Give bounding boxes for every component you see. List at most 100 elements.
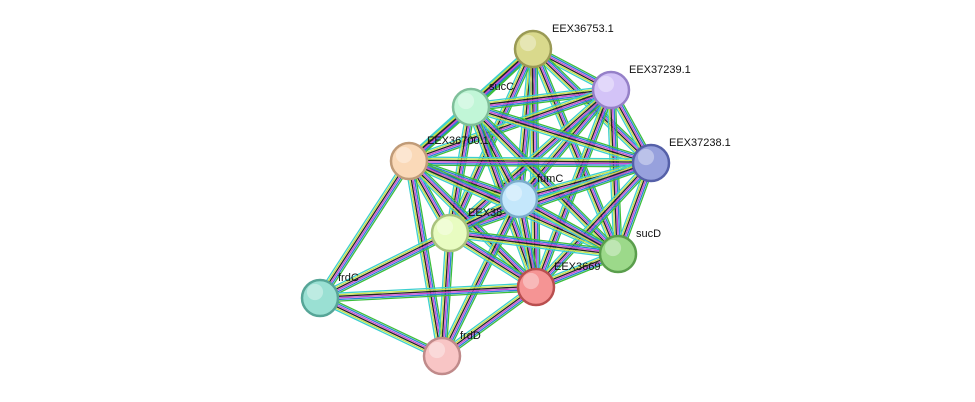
node-EEX37239.1[interactable]: EEX37239.1 [591, 64, 691, 110]
node-circle[interactable] [513, 29, 553, 69]
edge-evidence-line [470, 86, 611, 106]
edge-evidence-line [534, 47, 621, 254]
edge-EEX36700.1-frdD[interactable] [404, 160, 447, 357]
edge-evidence-line [534, 162, 651, 287]
node-circle[interactable] [389, 141, 429, 181]
edge-evidence-line [536, 47, 623, 253]
edge-evidence-line [471, 102, 653, 160]
edge-frdC-frdD[interactable] [318, 293, 444, 361]
node-EEX3669[interactable]: EEX3669 [516, 261, 600, 307]
edge-evidence-line [443, 288, 538, 359]
node-EEX37238.1[interactable]: EEX37238.1 [631, 137, 731, 183]
edge-evidence-line [409, 91, 613, 164]
edge-evidence-line [320, 234, 452, 301]
edge-evidence-line [520, 91, 614, 201]
edge-EEX37238.1-EEX3669[interactable] [532, 159, 655, 291]
edge-evidence-line [450, 163, 652, 235]
node-sucD[interactable]: sucD [598, 228, 661, 274]
edge-evidence-line [530, 49, 617, 256]
edge-evidence-line [320, 290, 537, 303]
node-circle[interactable] [631, 143, 671, 183]
edge-evidence-line [410, 93, 613, 166]
edge-evidence-line [450, 231, 619, 254]
edge-evidence-line [516, 201, 617, 259]
edge-evidence-line [442, 287, 537, 358]
edge-evidence-line [316, 158, 407, 297]
edge-evidence-line [320, 233, 451, 300]
edge-evidence-line [408, 161, 651, 165]
node-circle[interactable] [516, 267, 556, 307]
edge-evidence-line [319, 283, 536, 297]
edge-evidence-line [317, 228, 449, 296]
edge-evidence-line [470, 108, 651, 166]
edge-evidence-line [471, 105, 620, 254]
edge-evidence-line [410, 156, 521, 196]
edge-evidence-line [405, 161, 441, 357]
edge-evidence-line [450, 228, 619, 251]
edge-evidence-line [449, 234, 618, 258]
edge-evidence-line [409, 159, 652, 163]
edge-evidence-line [470, 85, 611, 104]
node-sucC[interactable]: sucC [451, 81, 514, 127]
edge-evidence-line [318, 299, 442, 359]
edge-evidence-line [409, 90, 612, 163]
node-highlight [505, 184, 523, 202]
node-label: frdD [460, 330, 481, 342]
node-label: EEX38 [468, 207, 502, 219]
node-fumC[interactable]: fumC [499, 173, 563, 219]
edge-evidence-line [453, 50, 538, 235]
node-label: EEX3669 [554, 261, 600, 273]
edge-evidence-line [320, 287, 537, 300]
edge-sucC-EEX37238.1[interactable] [469, 102, 653, 168]
node-EEX38[interactable]: EEX38 [430, 207, 502, 253]
edge-evidence-line [538, 165, 655, 291]
edge-evidence-line [446, 106, 470, 233]
node-label: EEX37238.1 [669, 137, 731, 149]
edge-evidence-line [409, 156, 652, 160]
edge-evidence-line [318, 301, 441, 361]
edge-evidence-line [410, 160, 446, 356]
edge-EEX38-sucD[interactable] [449, 228, 619, 259]
edge-EEX3669-frdC[interactable] [319, 282, 537, 303]
edge-evidence-line [470, 88, 611, 107]
edge-evidence-line [319, 282, 536, 295]
edge-EEX37238.1-EEX36700.1[interactable] [408, 156, 652, 168]
node-EEX36753.1[interactable]: EEX36753.1 [513, 23, 614, 69]
node-circle[interactable] [591, 70, 631, 110]
node-label: fumC [537, 173, 563, 185]
node-EEX36700.1[interactable]: EEX36700.1 [389, 135, 489, 181]
edge-evidence-line [472, 104, 621, 253]
node-circle[interactable] [499, 179, 539, 219]
edge-evidence-line [439, 283, 535, 354]
node-circle[interactable] [598, 234, 638, 274]
node-highlight [436, 218, 454, 236]
edge-evidence-line [517, 158, 651, 196]
node-circle[interactable] [422, 336, 462, 376]
edge-EEX38-frdC[interactable] [317, 228, 453, 303]
edge-evidence-line [322, 162, 413, 301]
node-frdC[interactable]: frdC [300, 272, 359, 318]
node-label: sucC [489, 81, 514, 93]
edge-evidence-line [537, 90, 614, 289]
node-circle[interactable] [451, 87, 491, 127]
node-label: frdC [338, 272, 359, 284]
edge-evidence-line [450, 229, 619, 253]
edge-EEX3669-frdD[interactable] [439, 283, 539, 360]
edge-fumC-frdD[interactable] [437, 196, 524, 359]
edge-evidence-line [319, 231, 450, 298]
node-highlight [522, 272, 540, 290]
node-frdD[interactable]: frdD [422, 330, 481, 376]
edge-evidence-line [320, 295, 444, 355]
edge-evidence-line [321, 235, 453, 303]
edge-evidence-line [536, 163, 653, 288]
edge-EEX36700.1-frdC[interactable] [316, 158, 413, 301]
edge-evidence-line [520, 194, 621, 252]
node-circle[interactable] [430, 213, 470, 253]
node-label: EEX36753.1 [552, 23, 614, 35]
edge-evidence-line [407, 161, 442, 357]
node-circle[interactable] [300, 278, 340, 318]
edge-evidence-line [409, 160, 444, 356]
edge-evidence-line [408, 164, 651, 168]
